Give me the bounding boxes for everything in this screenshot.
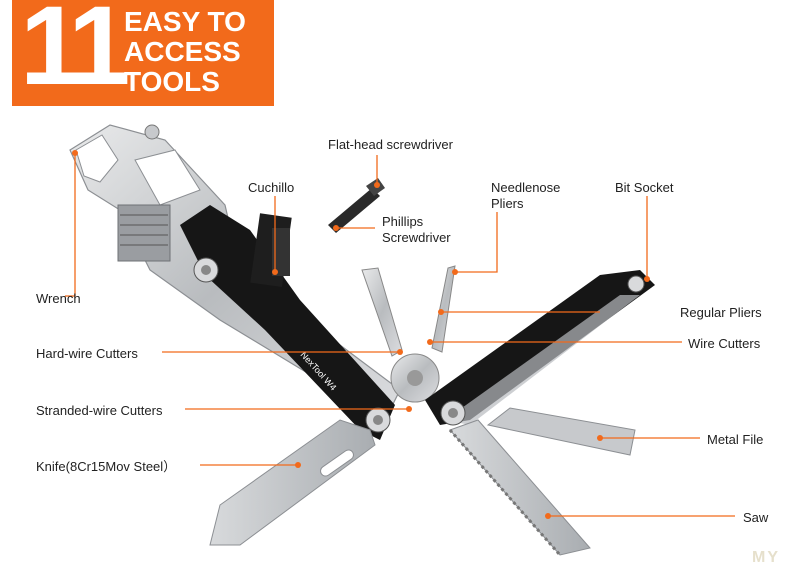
label-stranded-wire-cutters: Stranded-wire Cutters	[36, 403, 163, 418]
label-flathead-screwdriver: Flat-head screwdriver	[328, 137, 453, 152]
knife-blade	[209, 419, 376, 546]
leader-lines	[65, 153, 735, 517]
label-wire-cutters: Wire Cutters	[688, 336, 761, 351]
label-hard-wire-cutters: Hard-wire Cutters	[36, 346, 138, 361]
saw-blade	[448, 419, 591, 556]
header-line-2: ACCESS	[124, 36, 241, 67]
label-metal-file: Metal File	[707, 432, 764, 447]
label-phillips-line-2: Screwdriver	[382, 230, 451, 245]
left-handle: NexTool W4	[180, 205, 395, 440]
right-handle	[425, 270, 655, 426]
label-saw: Saw	[743, 510, 769, 525]
label-cuchillo: Cuchillo	[248, 180, 295, 195]
metal-file	[486, 407, 636, 456]
tool-count: 11	[20, 0, 130, 108]
pliers-jaws	[361, 265, 456, 403]
label-phillips-line-1: Phillips	[382, 214, 424, 229]
watermark: MY	[752, 549, 780, 566]
bit-holder	[250, 213, 292, 288]
leader-dots	[72, 150, 650, 519]
label-needlenose-line-1: Needlenose	[491, 180, 561, 195]
label-bit-socket: Bit Socket	[615, 180, 674, 195]
header-badge: 11 EASY TO ACCESS TOOLS	[12, 0, 274, 106]
label-regular-pliers: Regular Pliers	[680, 305, 762, 320]
label-wrench: Wrench	[36, 291, 81, 306]
label-knife: Knife(8Cr15Mov Steel）	[36, 459, 177, 474]
header-line-3: TOOLS	[124, 66, 220, 97]
header-line-1: EASY TO	[124, 6, 246, 37]
label-needlenose-line-2: Pliers	[491, 196, 524, 211]
